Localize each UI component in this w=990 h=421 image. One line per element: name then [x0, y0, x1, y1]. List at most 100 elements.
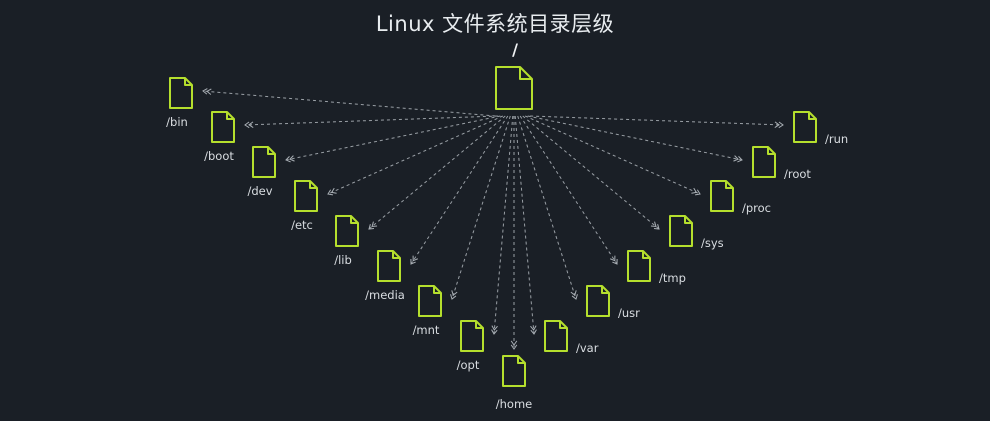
connector-line: [285, 115, 501, 161]
directory-label: /tmp: [659, 271, 686, 285]
arrowhead: [491, 329, 498, 335]
arrowhead: [289, 155, 295, 162]
arrowhead: [510, 344, 518, 350]
arrowhead: [412, 255, 419, 262]
directory-node-proc[interactable]: /proc: [710, 180, 771, 215]
diagram-title: Linux 文件系统目录层级: [375, 12, 615, 36]
document-icon: [252, 146, 276, 178]
directory-node-dev[interactable]: /dev: [247, 146, 276, 198]
arrowhead: [733, 155, 739, 162]
directory-label: /home: [496, 397, 532, 411]
directory-node-home[interactable]: /home: [496, 355, 532, 411]
connector-line: [522, 115, 660, 230]
arrowhead: [778, 121, 784, 129]
document-icon: [460, 320, 484, 352]
arrowhead: [530, 329, 537, 335]
connector-line: [530, 115, 784, 126]
directory-node-opt[interactable]: /opt: [457, 320, 484, 372]
connector-line: [451, 115, 511, 300]
directory-node-bin[interactable]: /bin: [166, 77, 193, 129]
document-icon: [544, 320, 568, 352]
arrowhead: [609, 255, 616, 262]
directory-label: /dev: [247, 184, 272, 198]
connector-line: [517, 115, 577, 300]
directory-node-boot[interactable]: /boot: [204, 111, 235, 163]
document-icon: [377, 250, 401, 282]
connector-line: [244, 115, 498, 126]
arrowhead: [244, 121, 250, 129]
directory-label: /sys: [701, 236, 724, 250]
connector-line: [493, 115, 514, 335]
arrowhead: [330, 187, 337, 194]
document-icon: [211, 111, 235, 143]
directory-node-sys[interactable]: /sys: [669, 215, 724, 250]
document-icon: [169, 77, 193, 109]
directory-node-tmp[interactable]: /tmp: [627, 250, 686, 285]
document-icon: [793, 111, 817, 143]
connector-line: [327, 115, 504, 195]
document-icon: [586, 285, 610, 317]
directory-nodes: /bin/boot/dev/etc/lib/media/mnt/opt/home…: [166, 77, 848, 411]
directory-label: /root: [784, 167, 811, 181]
directory-label: /bin: [166, 115, 188, 129]
document-icon: [418, 285, 442, 317]
document-icon: [752, 146, 776, 178]
directory-label: /run: [825, 132, 848, 146]
arrowhead: [371, 221, 378, 228]
directory-node-etc[interactable]: /etc: [291, 180, 318, 232]
arrowhead: [410, 258, 416, 265]
document-icon: [669, 215, 693, 247]
directory-label: /opt: [457, 358, 480, 372]
directory-node-run[interactable]: /run: [793, 111, 848, 146]
directory-node-lib[interactable]: /lib: [334, 215, 359, 267]
arrowhead: [694, 189, 701, 196]
directory-node-usr[interactable]: /usr: [586, 285, 640, 320]
arrowhead: [737, 156, 743, 163]
document-icon: [495, 66, 533, 110]
document-icon: [502, 355, 526, 387]
document-icon: [294, 180, 318, 212]
directory-node-var[interactable]: /var: [544, 320, 599, 355]
directory-label: /media: [365, 288, 405, 302]
connector-line: [527, 115, 743, 161]
arrowhead: [571, 294, 578, 300]
connector-line: [410, 115, 509, 265]
arrowhead: [612, 258, 618, 265]
document-icon: [710, 180, 734, 212]
arrowhead: [653, 224, 660, 230]
directory-node-root[interactable]: /root: [752, 146, 811, 181]
arrowhead: [202, 88, 208, 95]
arrowhead: [491, 325, 498, 331]
directory-node-media[interactable]: /media: [365, 250, 405, 302]
connector-line: [202, 90, 496, 117]
directory-label: /proc: [742, 201, 771, 215]
arrowhead: [285, 156, 291, 163]
arrowhead: [510, 340, 518, 346]
directory-label: /mnt: [413, 323, 440, 337]
arrowhead: [327, 189, 334, 196]
arrowhead: [368, 224, 375, 230]
connector-layer: [202, 88, 784, 350]
arrowhead: [650, 221, 657, 228]
directory-node-mnt[interactable]: /mnt: [413, 285, 442, 337]
root-label: /: [512, 40, 518, 59]
arrowhead: [451, 290, 458, 297]
connector-line: [519, 115, 618, 265]
directory-label: /usr: [618, 306, 640, 320]
arrowhead: [691, 187, 698, 194]
connector-line: [368, 115, 506, 230]
connector-line: [514, 115, 535, 335]
arrowhead: [530, 325, 537, 331]
document-icon: [627, 250, 651, 282]
arrowhead: [570, 290, 577, 297]
connector-line: [524, 115, 701, 195]
arrowhead: [248, 121, 254, 128]
directory-label: /var: [576, 341, 599, 355]
root-directory-node[interactable]: [495, 66, 533, 110]
document-icon: [335, 215, 359, 247]
arrowhead: [206, 88, 212, 95]
directory-label: /etc: [291, 218, 313, 232]
directory-label: /lib: [334, 253, 352, 267]
